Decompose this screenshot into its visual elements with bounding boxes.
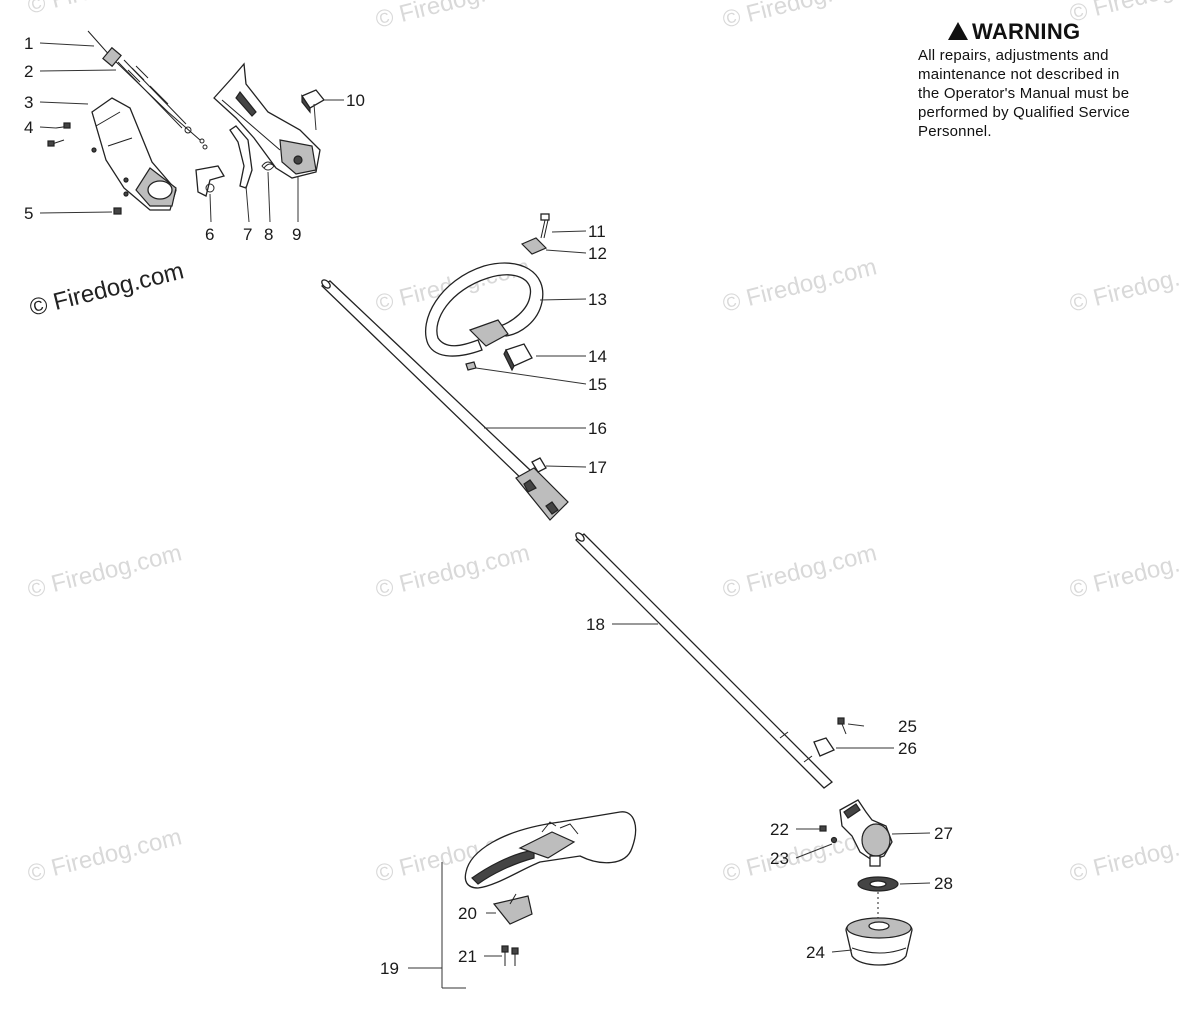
watermark: © Firedog.com bbox=[720, 539, 880, 603]
part-24-trimmer-head bbox=[845, 917, 913, 966]
watermark: © Firedog.com bbox=[1067, 253, 1180, 317]
part-2-wire bbox=[117, 59, 208, 150]
part-6-trigger bbox=[195, 165, 225, 197]
callout-2: 2 bbox=[24, 62, 33, 81]
callout-6: 6 bbox=[205, 225, 214, 244]
part-9-handle-body bbox=[213, 62, 321, 179]
callout-27: 27 bbox=[934, 824, 953, 843]
part-14-clamp bbox=[503, 343, 533, 372]
watermark: © Firedog.com bbox=[373, 0, 533, 34]
callout-22: 22 bbox=[770, 820, 789, 839]
part-drawings bbox=[47, 30, 913, 966]
part-16-upper-shaft bbox=[320, 279, 569, 521]
warning-text: All repairs, adjustments and maintenance… bbox=[918, 46, 1180, 141]
callout-7: 7 bbox=[243, 225, 252, 244]
callout-4: 4 bbox=[24, 118, 33, 137]
warning-line: All repairs, adjustments and bbox=[918, 47, 1109, 64]
callout-25: 25 bbox=[898, 717, 917, 736]
callout-15: 15 bbox=[588, 375, 607, 394]
watermark: © Firedog.com bbox=[720, 253, 880, 317]
part-17-connector bbox=[531, 457, 547, 473]
callout-12: 12 bbox=[588, 244, 607, 263]
part-23-screw bbox=[830, 836, 838, 844]
callout-20: 20 bbox=[458, 904, 477, 923]
callout-10: 10 bbox=[346, 91, 365, 110]
part-12-nut bbox=[520, 237, 548, 255]
part-25-bolt bbox=[837, 717, 847, 735]
part-18-lower-shaft bbox=[575, 532, 833, 789]
callout-9: 9 bbox=[292, 225, 301, 244]
part-15-nut bbox=[465, 361, 477, 371]
callout-11: 11 bbox=[588, 222, 606, 241]
callout-17: 17 bbox=[588, 458, 607, 477]
callout-5: 5 bbox=[24, 204, 33, 223]
callout-14: 14 bbox=[588, 347, 607, 366]
part-3-handle-housing bbox=[91, 97, 177, 211]
part-19-guard bbox=[464, 811, 637, 889]
warning-title: WARNING bbox=[948, 20, 1180, 44]
warning-line: maintenance not described in bbox=[918, 66, 1120, 83]
part-26-bracket bbox=[813, 737, 835, 757]
callout-16: 16 bbox=[588, 419, 607, 438]
warning-icon bbox=[948, 22, 968, 40]
watermark: © Firedog.com bbox=[373, 539, 533, 603]
part-13-loop-handle bbox=[425, 262, 544, 357]
warning-line: performed by Qualified Service bbox=[918, 104, 1130, 121]
warning-title-text: WARNING bbox=[972, 19, 1081, 44]
callout-23: 23 bbox=[770, 849, 789, 868]
part-10-switch bbox=[301, 89, 325, 114]
part-22-screw bbox=[819, 825, 827, 832]
callout-26: 26 bbox=[898, 739, 917, 758]
callout-13: 13 bbox=[588, 290, 607, 309]
part-27-gear-head bbox=[839, 799, 893, 867]
callout-19: 19 bbox=[380, 959, 399, 978]
callout-8: 8 bbox=[264, 225, 273, 244]
watermark-main: © Firedog.com bbox=[27, 257, 187, 321]
callout-18: 18 bbox=[586, 615, 605, 634]
callout-numbers: 1 2 3 4 5 6 7 8 9 10 11 12 13 14 15 16 1… bbox=[24, 34, 953, 978]
part-21-screws bbox=[501, 945, 519, 966]
leader-lines bbox=[39, 42, 931, 989]
callout-21: 21 bbox=[458, 947, 477, 966]
watermark: © Firedog.com bbox=[1067, 823, 1180, 887]
warning-notice: WARNING All repairs, adjustments and mai… bbox=[918, 20, 1180, 141]
watermark: © Firedog.com bbox=[25, 823, 185, 887]
part-5-screw bbox=[113, 177, 129, 215]
part-11-bolt bbox=[540, 213, 550, 239]
part-20-blade bbox=[492, 893, 533, 925]
callout-3: 3 bbox=[24, 93, 33, 112]
callout-24: 24 bbox=[806, 943, 825, 962]
callout-1: 1 bbox=[24, 34, 33, 53]
watermark: © Firedog.com bbox=[1067, 539, 1180, 603]
part-7-lever bbox=[229, 125, 253, 189]
part-1-throttle-cable bbox=[87, 30, 205, 144]
watermark: © Firedog.com bbox=[720, 0, 880, 34]
part-28-washer bbox=[857, 876, 899, 918]
watermark: © Firedog.com bbox=[25, 0, 185, 20]
warning-line: Personnel. bbox=[918, 123, 992, 140]
watermark: © Firedog.com bbox=[25, 539, 185, 603]
callout-28: 28 bbox=[934, 874, 953, 893]
part-4-screws bbox=[47, 122, 97, 153]
warning-line: the Operator's Manual must be bbox=[918, 85, 1130, 102]
